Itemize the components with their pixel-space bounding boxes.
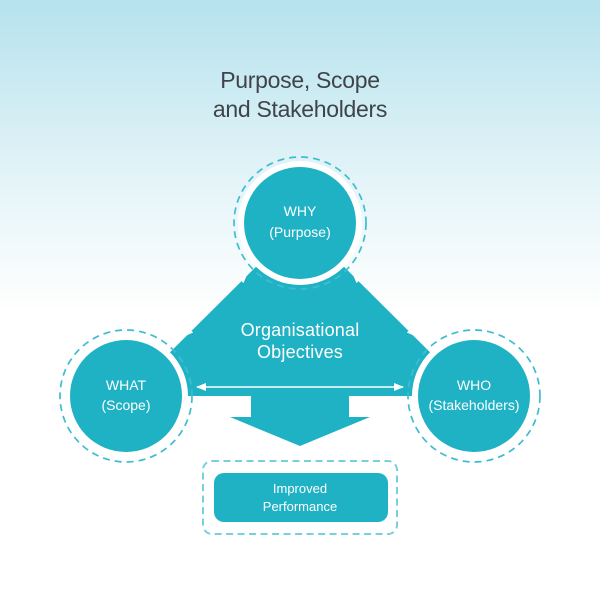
why-label-line1: WHY [284,203,317,219]
why-who-arrow [352,273,417,337]
what-dashed-ring [59,329,193,463]
objectives-label-line1: Organisational [241,320,360,340]
objectives-triangle [126,223,474,396]
who-label-line1: WHO [457,377,491,393]
outcome-label-line2: Performance [263,499,337,514]
who-circle [418,340,530,452]
why-label-line2: (Purpose) [269,224,330,240]
node-who: WHO (Stakeholders) [407,329,541,463]
page-title-line2: and Stakeholders [213,96,387,122]
what-label-line2: (Scope) [101,397,150,413]
what-label-line1: WHAT [106,377,147,393]
why-dashed-ring [233,156,367,290]
what-circle [70,340,182,452]
down-arrow [230,395,370,446]
outcome-dashed-border [202,460,398,535]
who-dashed-ring [407,329,541,463]
outcome-box: Improved Performance [202,460,398,535]
node-why: WHY (Purpose) [233,156,367,290]
what-why-arrow [183,273,248,337]
page-title-line1: Purpose, Scope [220,67,379,93]
objectives-label-line2: Objectives [257,342,343,362]
outcome-fill [214,473,388,522]
why-circle [244,167,356,279]
outcome-label-line1: Improved [273,481,327,496]
node-what: WHAT (Scope) [59,329,193,463]
who-label-line2: (Stakeholders) [428,397,519,413]
